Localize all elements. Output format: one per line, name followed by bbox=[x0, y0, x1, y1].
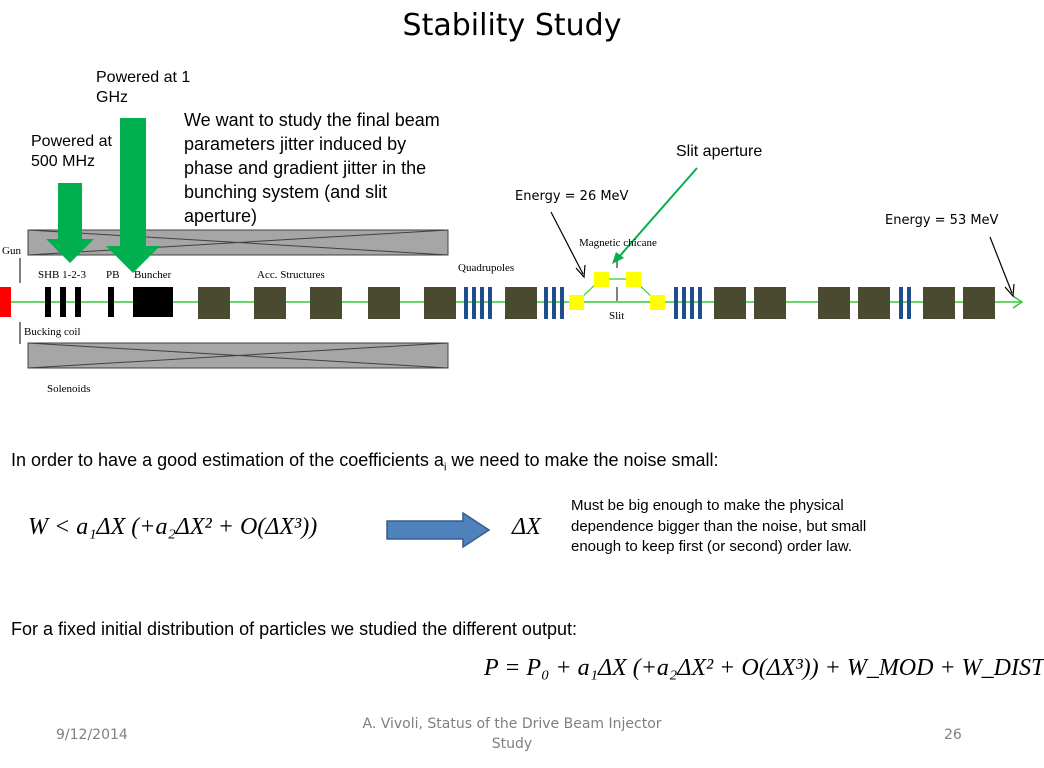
note-text: Must be big enough to make the physical … bbox=[571, 497, 867, 555]
solenoid-top bbox=[27, 229, 449, 256]
label-powered-500mhz: Powered at 500 MHz bbox=[31, 133, 112, 170]
label-quadrupoles: Quadrupoles bbox=[458, 262, 515, 274]
beam-line-arrowhead bbox=[1012, 295, 1024, 309]
label-shb: SHB 1-2-3 bbox=[38, 269, 86, 281]
formula-p: P = P₀ + a₁ΔX (+a₂ΔX² + O(ΔX³)) + W_MOD … bbox=[484, 655, 1044, 681]
magnetic-chicane bbox=[569, 256, 665, 310]
shb-3 bbox=[75, 287, 81, 317]
label-energy-53: Energy = 53 MeV bbox=[885, 213, 999, 228]
gun-block bbox=[0, 287, 11, 317]
formula-delta-x: ΔX bbox=[512, 514, 541, 540]
energy-53-arrow bbox=[989, 236, 1013, 294]
shb-1 bbox=[45, 287, 51, 317]
formula-w: W < a₁ΔX (+a₂ΔX² + O(ΔX³)) bbox=[28, 514, 318, 540]
sentence-coefficients-sub: i bbox=[443, 461, 447, 474]
label-powered-1ghz: Powered at 1 GHz bbox=[96, 69, 191, 106]
green-arrow-1ghz bbox=[106, 118, 160, 273]
sentence-coefficients-pre: In order to have a good estimation of th… bbox=[11, 450, 444, 470]
prebuncher bbox=[108, 287, 114, 317]
sentence-coefficients-post: we need to make the noise small: bbox=[446, 450, 719, 470]
label-slit: Slit bbox=[609, 310, 625, 322]
label-energy-26: Energy = 26 MeV bbox=[515, 189, 629, 204]
footer-center: A. Vivoli, Status of the Drive Beam Inje… bbox=[362, 716, 662, 752]
solenoid-bottom bbox=[27, 342, 449, 369]
footer-date: 9/12/2014 bbox=[56, 727, 128, 743]
sentence-output: For a fixed initial distribution of part… bbox=[11, 619, 577, 639]
label-solenoids: Solenoids bbox=[47, 383, 91, 395]
label-bucking-coil: Bucking coil bbox=[24, 326, 81, 338]
label-gun: Gun bbox=[2, 245, 21, 257]
acc-structures bbox=[198, 287, 995, 319]
buncher-block bbox=[133, 287, 173, 317]
label-buncher: Buncher bbox=[134, 269, 172, 281]
energy-26-arrow bbox=[550, 211, 584, 275]
blue-arrow bbox=[386, 511, 491, 549]
label-acc-structures: Acc. Structures bbox=[257, 269, 325, 281]
quadrupoles bbox=[464, 287, 911, 319]
footer-page-number: 26 bbox=[944, 727, 962, 743]
label-slit-aperture: Slit aperture bbox=[676, 143, 763, 160]
green-arrow-500mhz bbox=[46, 183, 94, 263]
slit-aperture-arrow bbox=[617, 167, 698, 259]
beamline-diagram bbox=[0, 118, 1024, 369]
shb-2 bbox=[60, 287, 66, 317]
page-title: Stability Study bbox=[402, 8, 622, 43]
study-text: We want to study the final beam paramete… bbox=[184, 110, 440, 226]
sentence-coefficients: In order to have a good estimation of th… bbox=[11, 448, 719, 480]
label-magnetic-chicane: Magnetic chicane bbox=[579, 237, 657, 249]
label-pb: PB bbox=[106, 269, 120, 281]
